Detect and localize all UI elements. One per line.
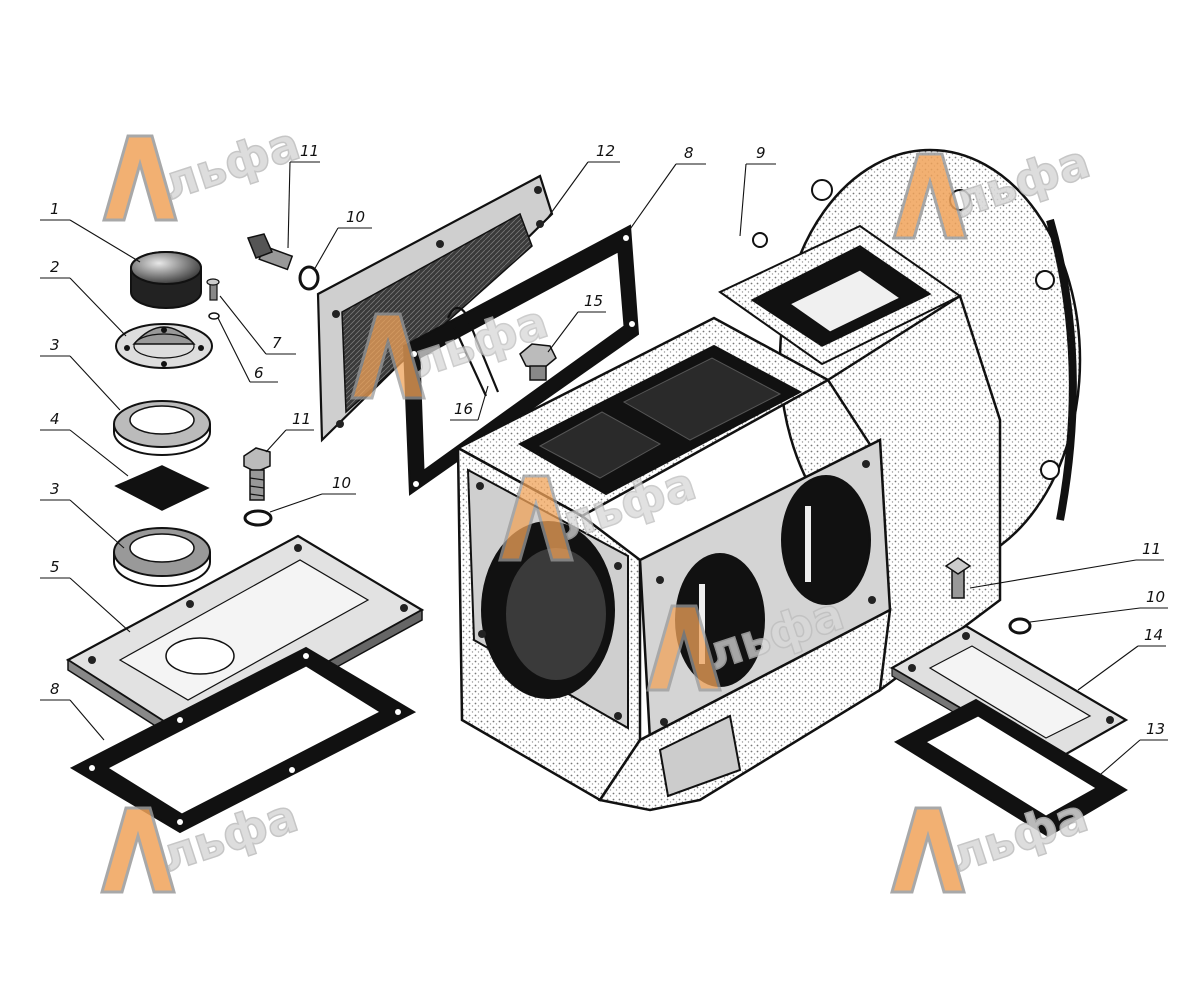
part-cap	[130, 251, 202, 309]
callout-8b: 8	[627, 144, 706, 233]
watermark-top-left: льфа	[102, 115, 307, 222]
svg-text:1: 1	[50, 200, 60, 218]
svg-text:11: 11	[292, 410, 311, 428]
svg-text:10: 10	[346, 208, 365, 226]
callout-7: 7	[219, 295, 296, 355]
callout-9: 9	[739, 144, 776, 237]
callout-12: 12	[545, 142, 620, 221]
part-washer-middle	[243, 509, 273, 527]
part-gasket-lower	[69, 646, 417, 834]
svg-text:15: 15	[584, 292, 603, 310]
part-gearbox-housing	[455, 148, 1082, 812]
part-cotter-pin	[446, 306, 500, 397]
callout-11a: 11	[287, 142, 320, 249]
callout-10c: 10	[1029, 588, 1168, 623]
callout-3a: 3	[40, 336, 121, 411]
svg-text:8: 8	[50, 680, 60, 698]
callout-10a: 10	[313, 208, 372, 271]
svg-text:12: 12	[596, 142, 615, 160]
part-small-bolt	[206, 278, 220, 301]
part-ring-lower	[113, 527, 211, 587]
part-bolt-top	[246, 233, 294, 271]
part-side-gasket	[893, 698, 1128, 838]
part-small-washer	[208, 312, 220, 320]
svg-text:5: 5	[50, 558, 60, 576]
callout-2: 2	[40, 258, 127, 337]
callout-1: 1	[40, 200, 141, 263]
callout-14: 14	[1077, 626, 1166, 691]
callout-10b: 10	[269, 474, 356, 513]
svg-text:2: 2	[50, 258, 60, 276]
svg-text:льфа: льфа	[157, 116, 306, 210]
svg-text:6: 6	[254, 364, 264, 382]
svg-text:11: 11	[300, 142, 319, 160]
callout-11c: 11	[969, 540, 1164, 589]
part-bolt-middle	[243, 447, 271, 501]
svg-text:7: 7	[272, 334, 282, 352]
part-washer-right	[1008, 617, 1032, 635]
svg-text:8: 8	[684, 144, 694, 162]
svg-text:3: 3	[50, 480, 60, 498]
svg-text:11: 11	[1142, 540, 1161, 558]
part-square-pad	[114, 465, 210, 511]
svg-text:14: 14	[1144, 626, 1163, 644]
callout-6: 6	[217, 317, 278, 383]
part-ring-upper	[113, 400, 211, 456]
callout-16: 16	[450, 385, 489, 421]
svg-text:13: 13	[1146, 720, 1165, 738]
part-flange-cover	[115, 323, 213, 369]
callout-8a: 8	[40, 680, 105, 741]
svg-text:16: 16	[454, 400, 473, 418]
svg-text:10: 10	[332, 474, 351, 492]
callout-5: 5	[40, 558, 131, 633]
part-washer-top	[298, 265, 320, 291]
callout-13: 13	[1093, 720, 1168, 781]
watermark-bottom-right: льфа	[890, 787, 1095, 894]
part-gasket-upper	[402, 224, 640, 496]
callout-4: 4	[40, 410, 129, 477]
svg-text:9: 9	[756, 144, 766, 162]
part-drain-plug	[519, 343, 557, 381]
callout-11b: 11	[265, 410, 314, 453]
svg-text:3: 3	[50, 336, 60, 354]
callout-3b: 3	[40, 480, 125, 549]
svg-text:4: 4	[50, 410, 60, 428]
svg-text:10: 10	[1146, 588, 1165, 606]
callout-15: 15	[547, 292, 606, 353]
